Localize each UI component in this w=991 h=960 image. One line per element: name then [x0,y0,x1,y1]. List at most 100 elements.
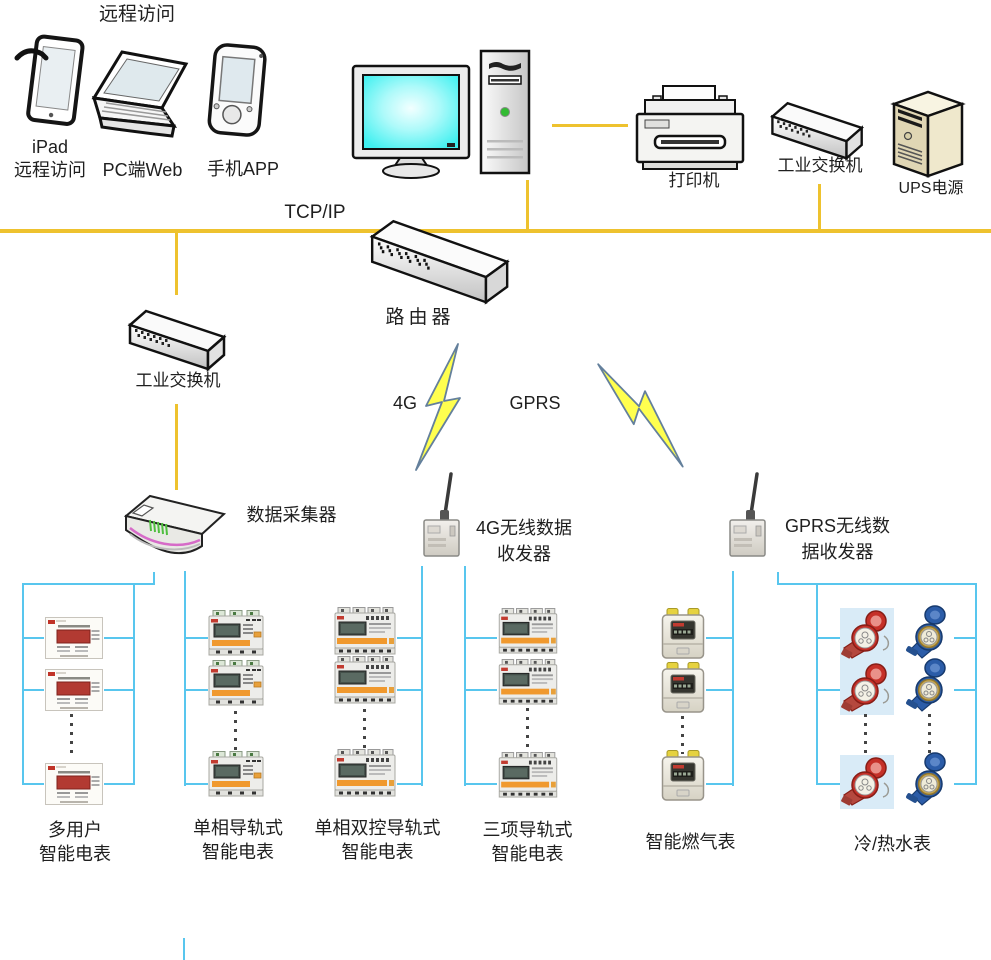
multi-user-meter-icon [44,617,104,659]
wire-col1-right [133,583,135,785]
wire-rung [22,689,44,691]
meter-col-label: 智能电表 [39,844,111,864]
wire-col1-top [22,583,155,585]
wire-rung [818,783,840,785]
wire-col4-trunk [464,566,466,786]
printer-label: 打印机 [668,171,720,190]
router-icon [362,200,527,308]
meter-col-label: 智能电表 [202,842,274,862]
ups-icon [886,78,974,180]
wire-rung [186,689,208,691]
main-bus-line [0,229,991,233]
wire-water-top [777,583,977,585]
wire-water-left [816,583,818,785]
wire-rung [954,689,975,691]
wire-rung [397,637,421,639]
meter-col-label: 多用户 [48,820,102,840]
wire-col1-left [22,583,24,785]
receiver-gprs-label-line2: 据收发器 [801,542,874,562]
wire-left-switch-to-collector [175,404,178,490]
router-label: 路由器 [385,307,455,328]
gas-meter-icon [661,662,705,714]
three-phase-meter-icon [497,608,559,654]
wire-rung [186,783,208,785]
receiver-gprs-label-line1: GPRS无线数 [784,516,890,536]
wire-rung [706,783,732,785]
meter-col-label: 智能电表 [341,842,414,862]
receiver-4g-label-line2: 收发器 [497,544,551,564]
printer-icon [633,84,747,174]
wire-rung [397,783,421,785]
ipad-icon [12,32,94,134]
industrial-switch-left-icon [122,295,234,375]
ellipsis-dots [864,714,867,756]
wire-rung [397,689,421,691]
meter-col-label: 冷/热水表 [853,834,931,854]
tcpip-label: TCP/IP [284,202,346,223]
industrial-switch-top-label: 工业交换机 [777,156,863,175]
hot-water-meter-icon [840,661,894,715]
ellipsis-dots [234,711,237,751]
single-phase-meter-icon [208,660,264,706]
receiver-4g-label-line1: 4G无线数据 [475,518,572,538]
wire-col1-stub [153,572,155,584]
ellipsis-dots [363,709,366,749]
laptop-icon [86,48,196,150]
cold-water-meter-icon [904,604,956,660]
wire-gas-trunk [732,571,734,786]
wire-switch-top-to-bus [818,184,821,229]
wire-rung [954,637,975,639]
wire-rung [22,637,44,639]
data-collector-label: 数据采集器 [246,505,337,525]
data-collector-icon [120,488,232,566]
wire-rung [954,783,975,785]
industrial-switch-left-label: 工业交换机 [135,371,221,390]
wire-server-to-bus [526,180,529,229]
wire-rung [104,637,133,639]
dual-control-meter-icon [334,749,396,797]
wire-rung [818,689,840,691]
wire-rung [186,637,208,639]
hot-water-meter-icon [840,608,894,662]
industrial-switch-top-icon [762,88,874,164]
three-phase-meter-icon [497,659,559,705]
wire-rung [466,783,497,785]
cold-water-meter-icon [904,657,956,713]
wire-server-to-printer [552,124,628,127]
wire-rung [706,689,732,691]
mobile-phone-icon [202,42,272,140]
server-tower-icon [477,48,533,178]
multi-user-meter-icon [44,669,104,711]
wire-water-right [975,583,977,785]
transceiver-4g-icon [420,472,468,560]
wire-col2-trunk [184,571,186,786]
remote-access-title: 远程访问 [98,4,175,25]
three-phase-meter-icon [497,752,559,798]
lightning-bolt-4g-icon [408,342,480,474]
ellipsis-dots [526,708,529,748]
lightning-bolt-gprs-icon [570,344,720,475]
meter-col-label: 智能燃气表 [645,832,736,852]
ellipsis-dots [928,714,931,756]
wire-col3-trunk [421,566,423,786]
pc-web-label: PC端Web [102,160,183,180]
phone-app-label: 手机APP [206,159,280,179]
hot-water-meter-icon [840,755,894,809]
transceiver-gprs-icon [726,472,774,560]
wire-rung [466,637,497,639]
single-phase-meter-icon [208,610,264,656]
wire-rung [104,783,133,785]
meter-col-label: 单相导轨式 [193,818,283,838]
wire-rung [104,689,133,691]
ups-label: UPS电源 [898,180,964,197]
link-4g-label: 4G [392,393,417,413]
link-gprs-label: GPRS [509,393,561,413]
wire-rung [466,689,497,691]
ipad-label-line1: iPad [31,137,69,157]
wire-rung [22,783,44,785]
meter-col-label: 智能电表 [491,844,564,864]
ellipsis-dots [70,714,73,758]
gas-meter-icon [661,750,705,802]
single-phase-meter-icon [208,751,264,797]
